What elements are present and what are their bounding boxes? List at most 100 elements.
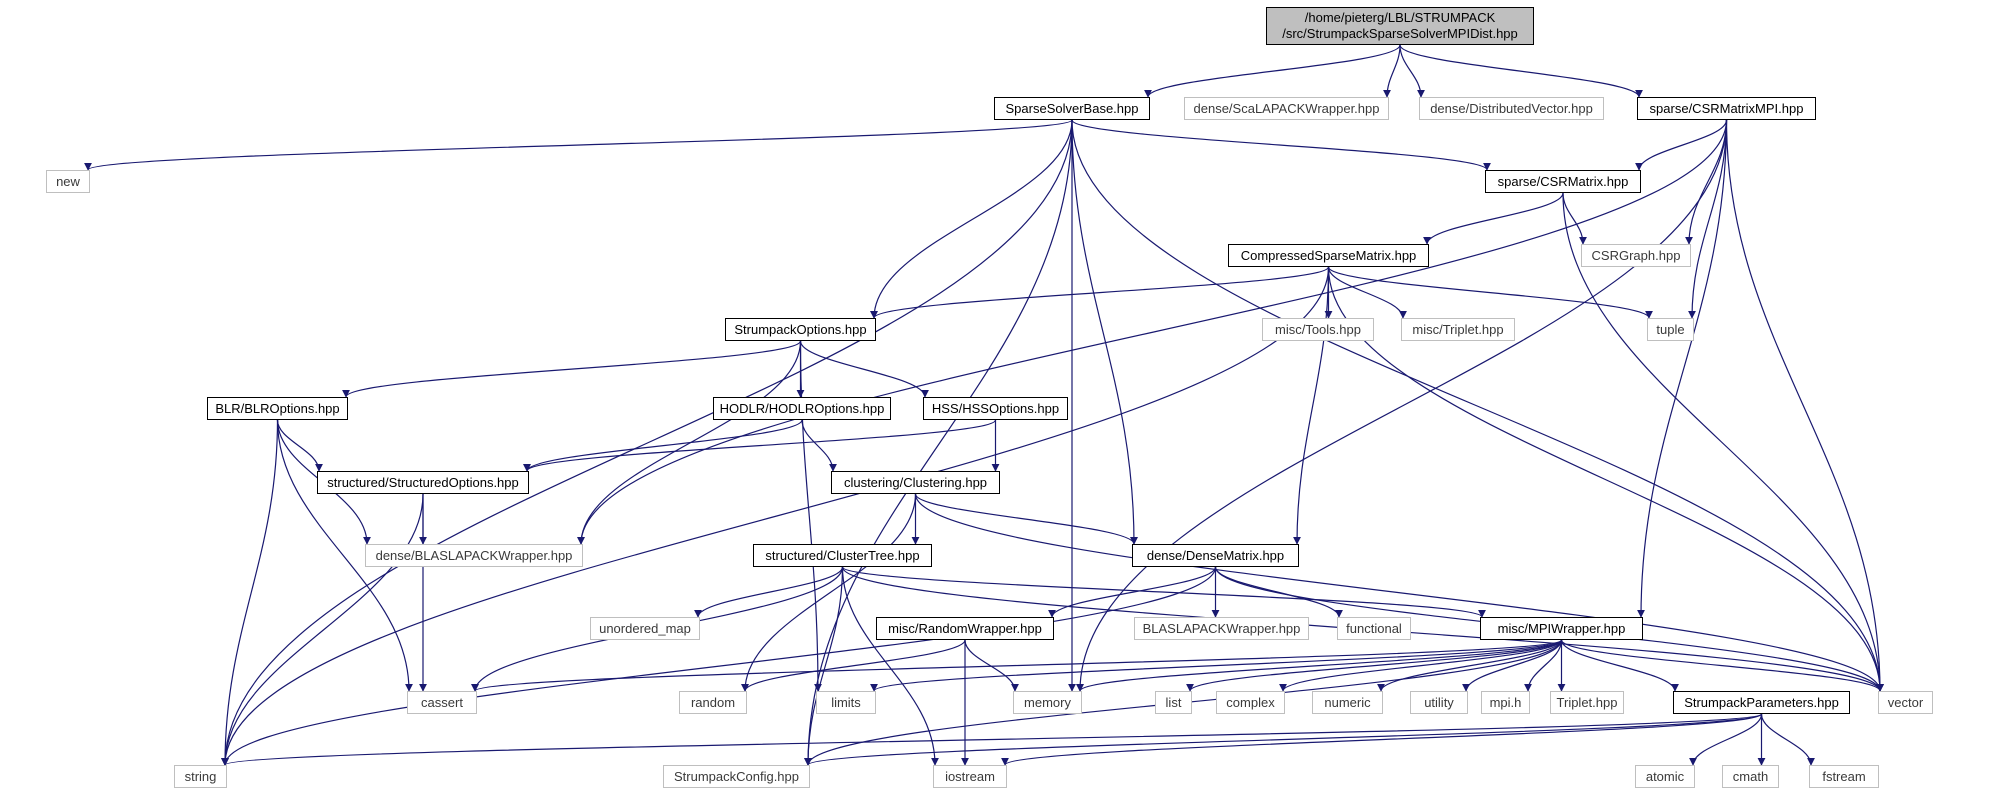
edge-clustering-to-vector <box>914 493 1884 692</box>
edge-mpiwrapper-to-limits <box>870 639 1563 692</box>
node-label-line: /home/pieterg/LBL/STRUMPACK <box>1304 10 1496 25</box>
edge-hssoptions-to-structuredoptions <box>523 419 997 472</box>
node-tuple: tuple <box>1647 318 1694 341</box>
edge-csrmatrixmpi-to-csrmatrix <box>1635 119 1728 171</box>
node-fstream: fstream <box>1809 765 1879 788</box>
edge-strumpackparameters-to-atomic <box>1689 713 1763 766</box>
edge-sparsesolverbase-to-csrmatrix <box>1071 119 1491 171</box>
node-vector: vector <box>1878 691 1933 714</box>
node-cmath: cmath <box>1722 765 1779 788</box>
node-limits: limits <box>816 691 876 714</box>
node-hssoptions[interactable]: HSS/HSSOptions.hpp <box>923 397 1068 420</box>
edge-blroptions-to-cassert <box>276 419 413 692</box>
edge-sparsesolverbase-to-vector <box>1071 119 1884 692</box>
edge-mpiwrapper-to-cassert <box>471 639 1563 692</box>
edge-compressedsparsematrix-to-strumpackoptions <box>870 266 1330 319</box>
node-memory: memory <box>1013 691 1082 714</box>
edge-strumpackoptions-to-limits <box>799 340 822 692</box>
edge-sparsesolverbase-to-string <box>221 119 1073 766</box>
edge-randomwrapper-to-random <box>741 639 966 692</box>
edge-compressedsparsematrix-to-triplet-misc <box>1327 266 1407 319</box>
edge-blroptions-to-structuredoptions <box>276 419 323 472</box>
edge-clustertree-to-strumpackconfig <box>804 566 844 766</box>
node-clustertree[interactable]: structured/ClusterTree.hpp <box>753 544 932 567</box>
edge-densematrix-to-randomwrapper <box>1048 566 1217 618</box>
node-strumpackoptions[interactable]: StrumpackOptions.hpp <box>725 318 876 341</box>
node-sparsesolverbase[interactable]: SparseSolverBase.hpp <box>994 97 1150 120</box>
node-csrmatrixmpi[interactable]: sparse/CSRMatrixMPI.hpp <box>1637 97 1816 120</box>
node-list: list <box>1155 691 1192 714</box>
edge-densematrix-to-string <box>221 566 1217 766</box>
node-new: new <box>46 170 90 193</box>
edge-sparsesolverbase-to-densematrix <box>1071 119 1138 545</box>
edge-hodlroptions-to-structuredoptions <box>523 419 803 472</box>
edge-strumpackparameters-to-iostream <box>1001 713 1763 766</box>
edge-clustertree-to-mpiwrapper <box>841 566 1486 618</box>
edge-densematrix-to-functional <box>1214 566 1343 618</box>
node-triplet-misc: misc/Triplet.hpp <box>1401 318 1515 341</box>
node-numeric: numeric <box>1312 691 1383 714</box>
edge-csrmatrix-to-vector <box>1562 192 1884 692</box>
edge-hodlroptions-to-clustering <box>801 419 837 472</box>
node-root[interactable]: /home/pieterg/LBL/STRUMPACK/src/Strumpac… <box>1266 7 1534 45</box>
node-csrmatrix[interactable]: sparse/CSRMatrix.hpp <box>1485 170 1641 193</box>
edge-root-to-sparsesolverbase <box>1144 44 1401 98</box>
node-functional: functional <box>1337 617 1411 640</box>
edge-strumpackoptions-to-blroptions <box>342 340 802 398</box>
node-iostream: iostream <box>933 765 1007 788</box>
edge-root-to-distributedvector <box>1399 44 1425 98</box>
node-mpi-h: mpi.h <box>1481 691 1530 714</box>
edge-mpiwrapper-to-numeric <box>1377 639 1563 692</box>
edge-mpiwrapper-to-list <box>1186 639 1563 692</box>
edge-clustering-to-densematrix <box>914 493 1138 545</box>
edge-mpiwrapper-to-complex <box>1279 639 1563 692</box>
node-triplet: Triplet.hpp <box>1550 691 1624 714</box>
edge-csrmatrixmpi-to-tuple <box>1688 119 1728 319</box>
node-cassert: cassert <box>407 691 477 714</box>
node-blroptions[interactable]: BLR/BLROptions.hpp <box>207 397 348 420</box>
node-complex: complex <box>1216 691 1285 714</box>
edge-blroptions-to-string <box>221 419 279 766</box>
edge-root-to-scalapackwrapper <box>1383 44 1401 98</box>
edge-strumpackoptions-to-hssoptions <box>799 340 929 398</box>
edge-csrmatrixmpi-to-blaslapackwrapper-dense <box>577 119 1728 545</box>
node-utility: utility <box>1410 691 1468 714</box>
edge-csrmatrixmpi-to-vector <box>1725 119 1884 692</box>
edge-sparsesolverbase-to-strumpackoptions <box>870 119 1073 319</box>
node-blaslapackwrapper: BLASLAPACKWrapper.hpp <box>1134 617 1309 640</box>
edge-csrmatrixmpi-to-mpiwrapper <box>1637 119 1728 618</box>
edge-structuredoptions-to-string <box>221 493 424 766</box>
edge-compressedsparsematrix-to-densematrix <box>1293 266 1330 545</box>
node-csrgraph: CSRGraph.hpp <box>1581 244 1691 267</box>
edge-sparsesolverbase-to-strumpackconfig <box>804 119 1073 766</box>
edge-sparsesolverbase-to-new <box>84 119 1073 171</box>
edge-mpiwrapper-to-memory <box>1076 639 1563 692</box>
node-strumpackconfig: StrumpackConfig.hpp <box>663 765 810 788</box>
node-mpiwrapper[interactable]: misc/MPIWrapper.hpp <box>1480 617 1643 640</box>
edge-strumpackparameters-to-string <box>221 713 1763 766</box>
node-scalapackwrapper: dense/ScaLAPACKWrapper.hpp <box>1184 97 1389 120</box>
node-clustering[interactable]: clustering/Clustering.hpp <box>831 471 1000 494</box>
edge-clustertree-to-unordered-map <box>694 566 844 618</box>
node-unordered-map: unordered_map <box>590 617 700 640</box>
edge-randomwrapper-to-memory <box>964 639 1019 692</box>
node-string: string <box>174 765 227 788</box>
node-atomic: atomic <box>1635 765 1695 788</box>
edge-compressedsparsematrix-to-string <box>221 266 1330 766</box>
node-randomwrapper[interactable]: misc/RandomWrapper.hpp <box>876 617 1054 640</box>
edge-strumpackparameters-to-strumpackconfig <box>804 713 1763 766</box>
edge-root-to-csrmatrixmpi <box>1399 44 1643 98</box>
edge-csrmatrix-to-csrgraph <box>1562 192 1587 245</box>
node-compressedsparsematrix[interactable]: CompressedSparseMatrix.hpp <box>1228 244 1429 267</box>
node-densematrix[interactable]: dense/DenseMatrix.hpp <box>1132 544 1299 567</box>
node-strumpackparameters[interactable]: StrumpackParameters.hpp <box>1673 691 1850 714</box>
edge-mpiwrapper-to-strumpackparameters <box>1560 639 1679 692</box>
edge-mpiwrapper-to-vector <box>1560 639 1884 692</box>
edge-clustertree-to-iostream <box>841 566 939 766</box>
edge-csrmatrix-to-compressedsparsematrix <box>1423 192 1564 245</box>
node-structuredoptions[interactable]: structured/StructuredOptions.hpp <box>317 471 529 494</box>
edge-strumpackparameters-to-fstream <box>1760 713 1815 766</box>
node-hodlroptions[interactable]: HODLR/HODLROptions.hpp <box>713 397 891 420</box>
node-label-line: /src/StrumpackSparseSolverMPIDist.hpp <box>1282 26 1518 41</box>
